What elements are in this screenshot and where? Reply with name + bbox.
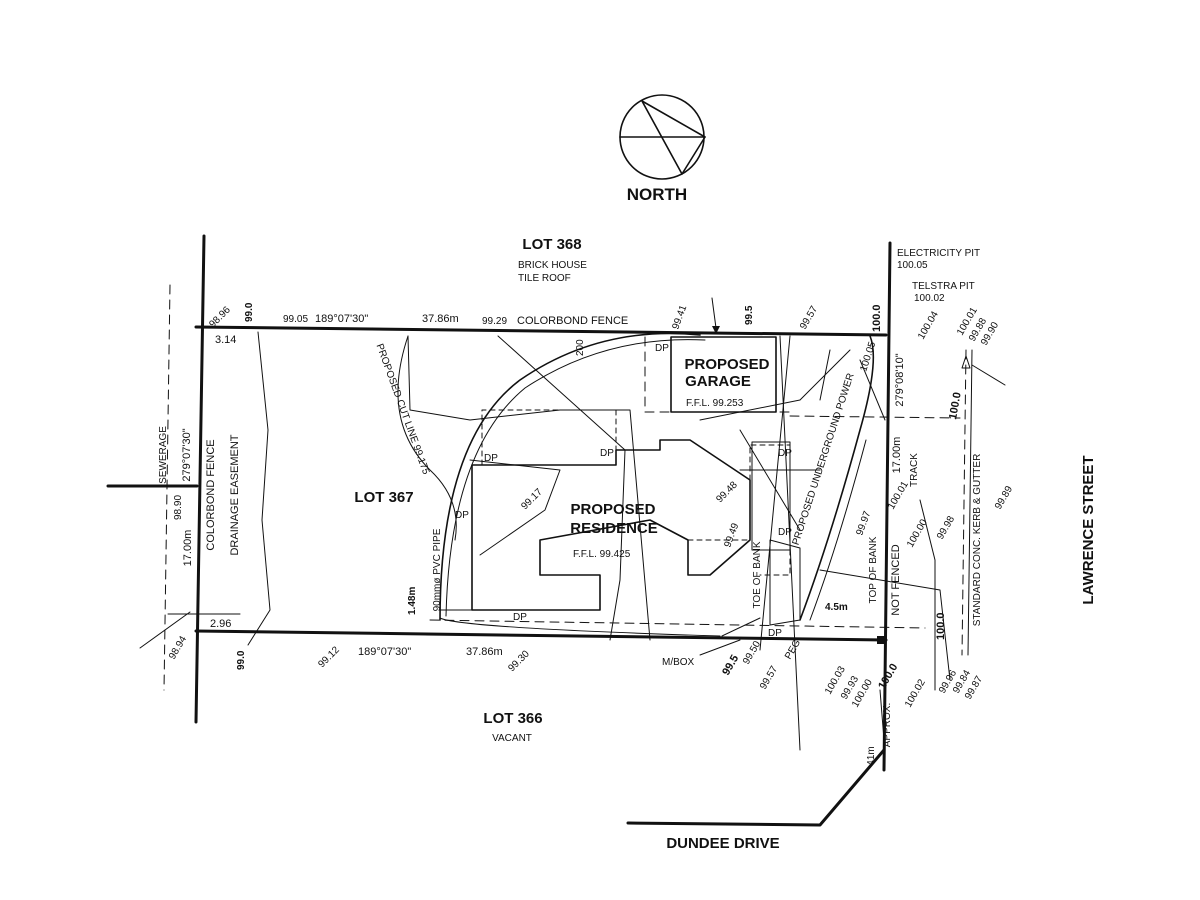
south-bearing: 189°07'30" — [358, 646, 411, 658]
level: 100.02 — [903, 677, 928, 709]
east-length: 17.00m — [891, 437, 903, 474]
garage-label-1: PROPOSED — [684, 356, 769, 373]
sewerage-label: SEWERAGE — [158, 426, 169, 484]
level: 99.30 — [506, 648, 532, 674]
east-bearing: 279°08'10" — [894, 353, 906, 406]
dundee-drive-edge — [626, 748, 886, 827]
level: 99.97 — [854, 509, 873, 537]
garage-ffl: F.F.L. 99.253 — [686, 398, 744, 409]
dundee-drive-label: DUNDEE DRIVE — [666, 835, 779, 852]
level: 100.0 — [871, 304, 883, 332]
level: 100.04 — [916, 309, 941, 341]
dp-marker: DP — [778, 448, 792, 459]
level: 98.94 — [167, 634, 189, 662]
dp-marker: DP — [768, 628, 782, 639]
north-length: 37.86m — [422, 313, 459, 325]
level: 99.41 — [670, 303, 689, 331]
level: 100.05 — [858, 340, 878, 373]
dist-4-5m: 4.5m — [825, 602, 848, 613]
telstra-pit-level: 100.02 — [914, 293, 945, 304]
dp-marker: DP — [484, 453, 498, 464]
level: 99.12 — [316, 644, 342, 670]
south-length: 37.86m — [466, 646, 503, 658]
pvc-pipe: 90mmø PVC PIPE — [432, 528, 443, 611]
level: 99.05 — [283, 314, 308, 325]
toe-of-bank: TOE OF BANK — [752, 541, 763, 608]
dim-3-14: 3.14 — [215, 334, 236, 346]
drainage-easement: DRAINAGE EASEMENT — [229, 434, 241, 555]
dp-marker: DP — [600, 448, 614, 459]
level: 99.57 — [758, 664, 780, 692]
west-bearing: 279°07'30" — [181, 428, 193, 481]
telstra-pit-label: TELSTRA PIT — [912, 281, 975, 292]
west-fence: COLORBOND FENCE — [205, 439, 217, 550]
level: 100.01 — [886, 479, 911, 511]
garage-label-2: GARAGE — [685, 373, 751, 390]
level: 99.5 — [720, 653, 741, 678]
dp-marker: DP — [455, 510, 469, 521]
peg-label: PEG — [783, 638, 803, 662]
sewer-line — [163, 284, 171, 691]
level: 99.48 — [714, 479, 740, 505]
level: 99.57 — [798, 304, 820, 332]
proposed-garage — [644, 336, 791, 413]
level: 99.98 — [935, 514, 957, 542]
underground-power: PROPOSED UNDERGROUND POWER — [791, 372, 857, 547]
mbox-label: M/BOX — [662, 657, 695, 668]
level: 99.50 — [741, 639, 763, 667]
dp-marker: DP — [655, 343, 669, 354]
level: 99.49 — [722, 521, 741, 549]
lot-366-label: LOT 366 — [483, 710, 542, 727]
lot-368-desc2: TILE ROOF — [518, 273, 571, 284]
level: 100.00 — [905, 517, 930, 549]
dist-41m: 41m — [866, 746, 877, 765]
dp-marker: DP — [513, 612, 527, 623]
level: 99.17 — [519, 486, 545, 512]
residence-label-1: PROPOSED — [570, 501, 655, 518]
level: 99.29 — [482, 316, 507, 327]
approx-label: APPROX. — [882, 703, 893, 747]
north-bearing: 189°07'30" — [315, 313, 368, 325]
north-arrow-icon — [619, 94, 706, 180]
residence-label-2: RESIDENCE — [570, 520, 658, 537]
cut-line: PROPOSED CUT LINE 99.175 — [374, 342, 432, 476]
north-fence: COLORBOND FENCE — [517, 315, 628, 327]
west-length: 17.00m — [182, 530, 194, 567]
north-label: NORTH — [627, 185, 687, 204]
level: 99.0 — [236, 650, 247, 670]
kerb-label: STANDARD CONC. KERB & GUTTER — [972, 454, 983, 627]
dist-1-48m: 1.48m — [407, 587, 418, 615]
residence-ffl: F.F.L. 99.425 — [573, 549, 631, 560]
top-of-bank: TOP OF BANK — [868, 536, 879, 603]
level: 100.0 — [947, 391, 964, 420]
level: 100.0 — [876, 662, 900, 692]
level: 98.90 — [173, 495, 184, 520]
dp-marker: DP — [778, 527, 792, 538]
dim-2-96: 2.96 — [210, 618, 231, 630]
lot-368-label: LOT 368 — [522, 236, 581, 253]
level: 99.0 — [244, 302, 255, 322]
level: 99.5 — [744, 305, 755, 325]
electricity-pit-level: 100.05 — [897, 260, 928, 271]
lawrence-street-label: LAWRENCE STREET — [1080, 455, 1097, 604]
level: 99.89 — [993, 484, 1015, 512]
east-fence: NOT FENCED — [890, 544, 902, 615]
lot-367-label: LOT 367 — [354, 489, 413, 506]
lot-boundary — [106, 234, 892, 772]
track-label: TRACK — [909, 453, 920, 487]
electricity-pit-label: ELECTRICITY PIT — [897, 248, 980, 259]
level: 100.0 — [935, 612, 947, 640]
dim-200: 200 — [575, 339, 586, 356]
lot-368-desc1: BRICK HOUSE — [518, 260, 587, 271]
lot-366-desc: VACANT — [492, 733, 532, 744]
